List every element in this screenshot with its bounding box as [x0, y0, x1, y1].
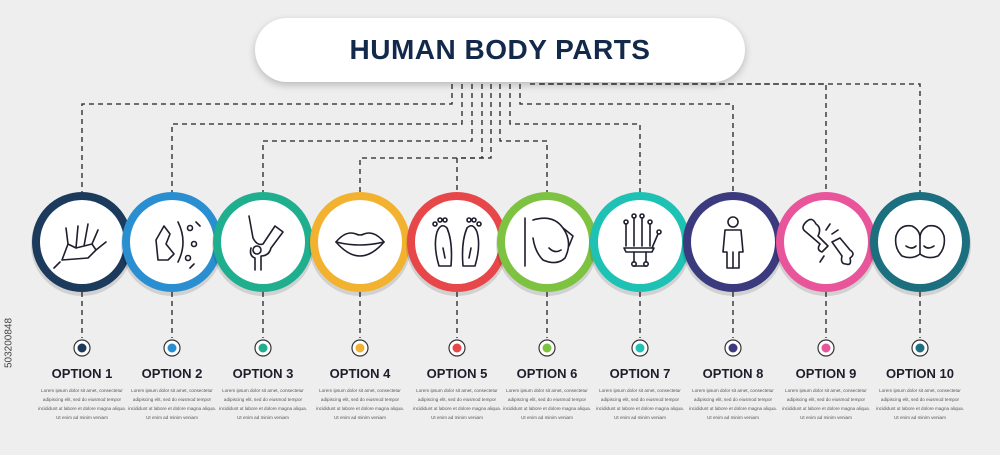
option-description: Lorem ipsum dolor sit amet, consectetur …	[503, 388, 591, 420]
title-pill: HUMAN BODY PARTS	[255, 18, 745, 82]
option-description: Lorem ipsum dolor sit amet, consectetur …	[38, 388, 126, 420]
option-description: Lorem ipsum dolor sit amet, consectetur …	[413, 388, 501, 420]
knee-joint-icon	[248, 215, 284, 271]
option-label: OPTION 1	[51, 366, 113, 381]
human-figure-icon	[722, 216, 744, 269]
circle-inner	[598, 200, 682, 284]
dashed-connector	[509, 84, 641, 192]
feet-soles-icon	[432, 217, 482, 267]
option-circle-4	[309, 192, 411, 357]
lips-icon	[335, 232, 385, 257]
dashed-connector	[359, 84, 483, 192]
option-label: OPTION 2	[141, 366, 203, 381]
page-title: HUMAN BODY PARTS	[349, 34, 651, 65]
circle-inner	[318, 200, 402, 284]
side-id-text: 503200848	[3, 317, 15, 368]
option-bullet-dot	[258, 343, 268, 353]
option-bullet-dot	[915, 343, 925, 353]
option-circle-3	[212, 192, 314, 357]
dashed-connector	[262, 84, 473, 192]
healing-hand-icon	[155, 221, 201, 269]
option-circle-6	[496, 192, 598, 357]
option-description: Lorem ipsum dolor sit amet, consectetur …	[596, 388, 684, 420]
option-bullet-dot	[821, 343, 831, 353]
option-bullet-dot	[167, 343, 177, 353]
dashed-connector	[499, 84, 548, 192]
circle-inner	[784, 200, 868, 284]
option-label: OPTION 10	[886, 366, 954, 381]
dashed-connector	[530, 83, 827, 192]
option-description: Lorem ipsum dolor sit amet, consectetur …	[128, 388, 216, 420]
option-label: OPTION 8	[702, 366, 764, 381]
option-circle-10	[869, 192, 971, 357]
option-circle-9	[775, 192, 877, 357]
option-label: OPTION 4	[329, 366, 391, 381]
option-circle-5	[406, 192, 508, 357]
hand-bones-icon	[623, 213, 662, 267]
option-bullet-dot	[452, 343, 462, 353]
option-bullet-dot	[635, 343, 645, 353]
option-bullet-dot	[77, 343, 87, 353]
option-label: OPTION 7	[609, 366, 671, 381]
side-id-watermark: 503200848	[2, 255, 16, 430]
option-description: Lorem ipsum dolor sit amet, consectetur …	[876, 388, 964, 420]
dashed-connector	[81, 84, 453, 192]
dashed-connector	[456, 84, 492, 192]
option-description: Lorem ipsum dolor sit amet, consectetur …	[316, 388, 404, 420]
option-circle-7	[589, 192, 691, 357]
dashed-connector	[171, 84, 463, 192]
option-circle-2	[121, 192, 223, 357]
option-label: OPTION 9	[795, 366, 857, 381]
option-circle-8	[682, 192, 784, 357]
option-circle-1	[31, 192, 133, 357]
hand-icon	[53, 223, 107, 269]
circle-inner	[415, 200, 499, 284]
option-bullet-dot	[355, 343, 365, 353]
option-description: Lorem ipsum dolor sit amet, consectetur …	[219, 388, 307, 420]
chest-icon	[524, 217, 574, 267]
option-bullet-dot	[728, 343, 738, 353]
circle-inner	[130, 200, 214, 284]
dashed-connector	[540, 83, 921, 192]
broken-bone-icon	[802, 218, 854, 266]
option-bullet-dot	[542, 343, 552, 353]
option-circles	[31, 192, 971, 357]
option-description: Lorem ipsum dolor sit amet, consectetur …	[782, 388, 870, 420]
muscles-icon	[894, 224, 946, 259]
connector-lines	[81, 83, 921, 338]
dashed-connector	[519, 84, 734, 192]
circle-inner	[40, 200, 124, 284]
option-label: OPTION 3	[232, 366, 294, 381]
option-label: OPTION 5	[426, 366, 488, 381]
option-label: OPTION 6	[516, 366, 578, 381]
circle-inner	[221, 200, 305, 284]
circle-inner	[505, 200, 589, 284]
option-description: Lorem ipsum dolor sit amet, consectetur …	[689, 388, 777, 420]
circle-inner	[691, 200, 775, 284]
